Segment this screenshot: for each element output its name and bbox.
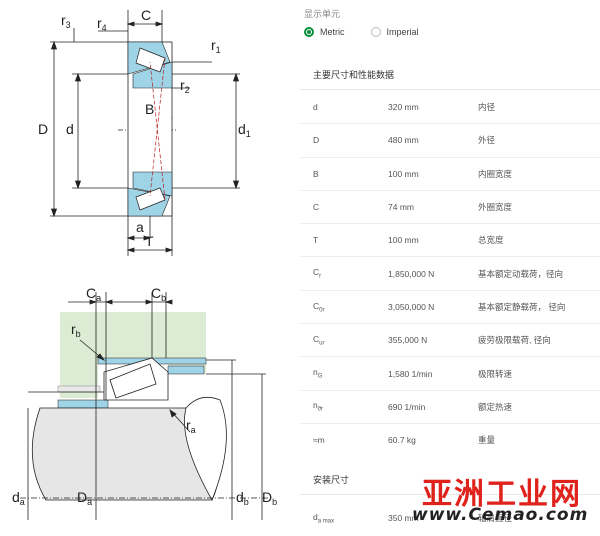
top-drawing	[50, 10, 240, 256]
row-value: 1,580 1/min	[388, 368, 433, 379]
bearing-drawings: r3 r4 C r1 r2 B D d d1 a T	[12, 7, 277, 520]
table-row: C 74 mm 外圈宽度	[300, 191, 600, 225]
row-symbol: D	[313, 135, 320, 146]
row-symbol: Cur	[313, 333, 325, 347]
drawing-panel: r3 r4 C r1 r2 B D d d1 a T	[0, 0, 300, 531]
row-value: 1,850,000 N	[388, 268, 435, 279]
bottom-drawing-labels: Ca Cb rb ra da Da db Db	[12, 285, 277, 507]
row-description: 疲劳极限载荷, 径向	[478, 335, 551, 346]
svg-text:C: C	[141, 7, 151, 23]
radio-metric-label: Metric	[320, 27, 345, 37]
row-description: 重量	[478, 435, 496, 446]
watermark: 亚洲工业网 www.Cemao.com	[410, 465, 600, 531]
row-description: 额定热速	[478, 401, 513, 412]
top-bearing-section	[127, 41, 173, 217]
row-value: 690 1/min	[388, 401, 426, 412]
row-symbol: nϑr	[313, 400, 324, 414]
row-symbol: C	[313, 202, 320, 213]
svg-text:T: T	[145, 233, 154, 249]
unit-selector-caption: 显示单元	[304, 9, 341, 19]
table-row: ≈m 60.7 kg 重量	[300, 424, 600, 456]
row-symbol: ≈m	[313, 435, 325, 446]
row-symbol: C0r	[313, 300, 325, 314]
svg-text:db: db	[236, 489, 249, 507]
row-symbol: B	[313, 168, 319, 179]
svg-text:r3: r3	[61, 12, 71, 30]
svg-text:rb: rb	[71, 321, 81, 339]
row-description: 基本额定动载荷，径向	[478, 268, 564, 279]
table-row: B 100 mm 内圈宽度	[300, 158, 600, 191]
svg-text:B: B	[145, 101, 154, 117]
svg-text:d: d	[66, 121, 74, 137]
row-symbol: Cr	[313, 267, 322, 280]
row-value: 100 mm	[388, 168, 419, 179]
row-description: 外圈宽度	[478, 202, 513, 213]
table-row: D 480 mm 外径	[300, 124, 600, 158]
radio-metric[interactable]: Metric	[304, 27, 345, 37]
row-description: 内径	[478, 102, 496, 113]
svg-text:Cb: Cb	[151, 285, 166, 303]
row-value: 480 mm	[388, 135, 419, 146]
svg-text:r2: r2	[180, 77, 190, 95]
svg-text:d1: d1	[238, 121, 251, 139]
main-dims-table: d 320 mm 内径 D 480 mm 外径 B 100 mm 内圈宽度 C …	[300, 91, 600, 456]
svg-text:da: da	[12, 489, 25, 507]
row-symbol: T	[313, 235, 319, 246]
table-row: da max 350 mm 轴肩直径	[300, 502, 600, 534]
row-description: 基本额定静载荷， 径向	[478, 301, 566, 312]
row-description: 外径	[478, 135, 496, 146]
row-symbol: d	[313, 102, 318, 113]
radio-imperial[interactable]: Imperial	[370, 27, 419, 37]
main-dims-title: 主要尺寸和性能数据	[300, 68, 600, 90]
table-row: Cur 355,000 N 疲劳极限载荷, 径向	[300, 324, 600, 358]
radio-checked-icon[interactable]	[304, 27, 314, 37]
table-row: Cr 1,850,000 N 基本额定动载荷，径向	[300, 257, 600, 291]
watermark-text: 亚洲工业网	[422, 477, 582, 512]
row-description: 内圈宽度	[478, 168, 513, 179]
table-row: T 100 mm 总宽度	[300, 224, 600, 258]
svg-text:ra: ra	[186, 417, 196, 435]
unit-selector: Metric Imperial	[304, 25, 445, 39]
radio-unchecked-icon[interactable]	[370, 27, 381, 37]
radio-imperial-label: Imperial	[386, 27, 419, 37]
row-value: 100 mm	[388, 235, 419, 246]
top-drawing-labels: r3 r4 C r1 r2 B D d d1 a T	[38, 7, 251, 249]
row-symbol: nG	[313, 367, 323, 380]
table-row: nϑr 690 1/min 额定热速	[300, 391, 600, 424]
row-value: 355,000 N	[388, 335, 428, 346]
row-symbol: da max	[313, 511, 335, 525]
svg-text:Ca: Ca	[86, 285, 101, 303]
row-description: 总宽度	[478, 235, 504, 246]
row-description: 轴肩直径	[478, 513, 513, 524]
install-dims-title: 安装尺寸	[300, 473, 600, 495]
svg-text:a: a	[136, 219, 144, 235]
row-value: 3,050,000 N	[388, 301, 435, 312]
row-value: 60.7 kg	[388, 435, 416, 446]
svg-text:D: D	[38, 121, 48, 137]
row-value: 320 mm	[388, 102, 419, 113]
svg-text:Da: Da	[77, 489, 92, 507]
data-panel: 显示单元 Metric Imperial 主要尺寸和性能数据 d 320 mm …	[300, 0, 600, 531]
svg-text:Db: Db	[262, 489, 277, 507]
watermark-url: www.Cemao.com	[412, 505, 589, 525]
table-row: nG 1,580 1/min 极限转速	[300, 357, 600, 391]
table-row: C0r 3,050,000 N 基本额定静载荷， 径向	[300, 291, 600, 325]
svg-text:r4: r4	[97, 15, 107, 33]
bottom-drawing	[20, 292, 270, 520]
table-row: d 320 mm 内径	[300, 91, 600, 125]
row-value: 350 mm	[388, 513, 419, 524]
svg-text:r1: r1	[211, 37, 221, 55]
row-description: 极限转速	[478, 368, 513, 379]
row-value: 74 mm	[388, 202, 414, 213]
